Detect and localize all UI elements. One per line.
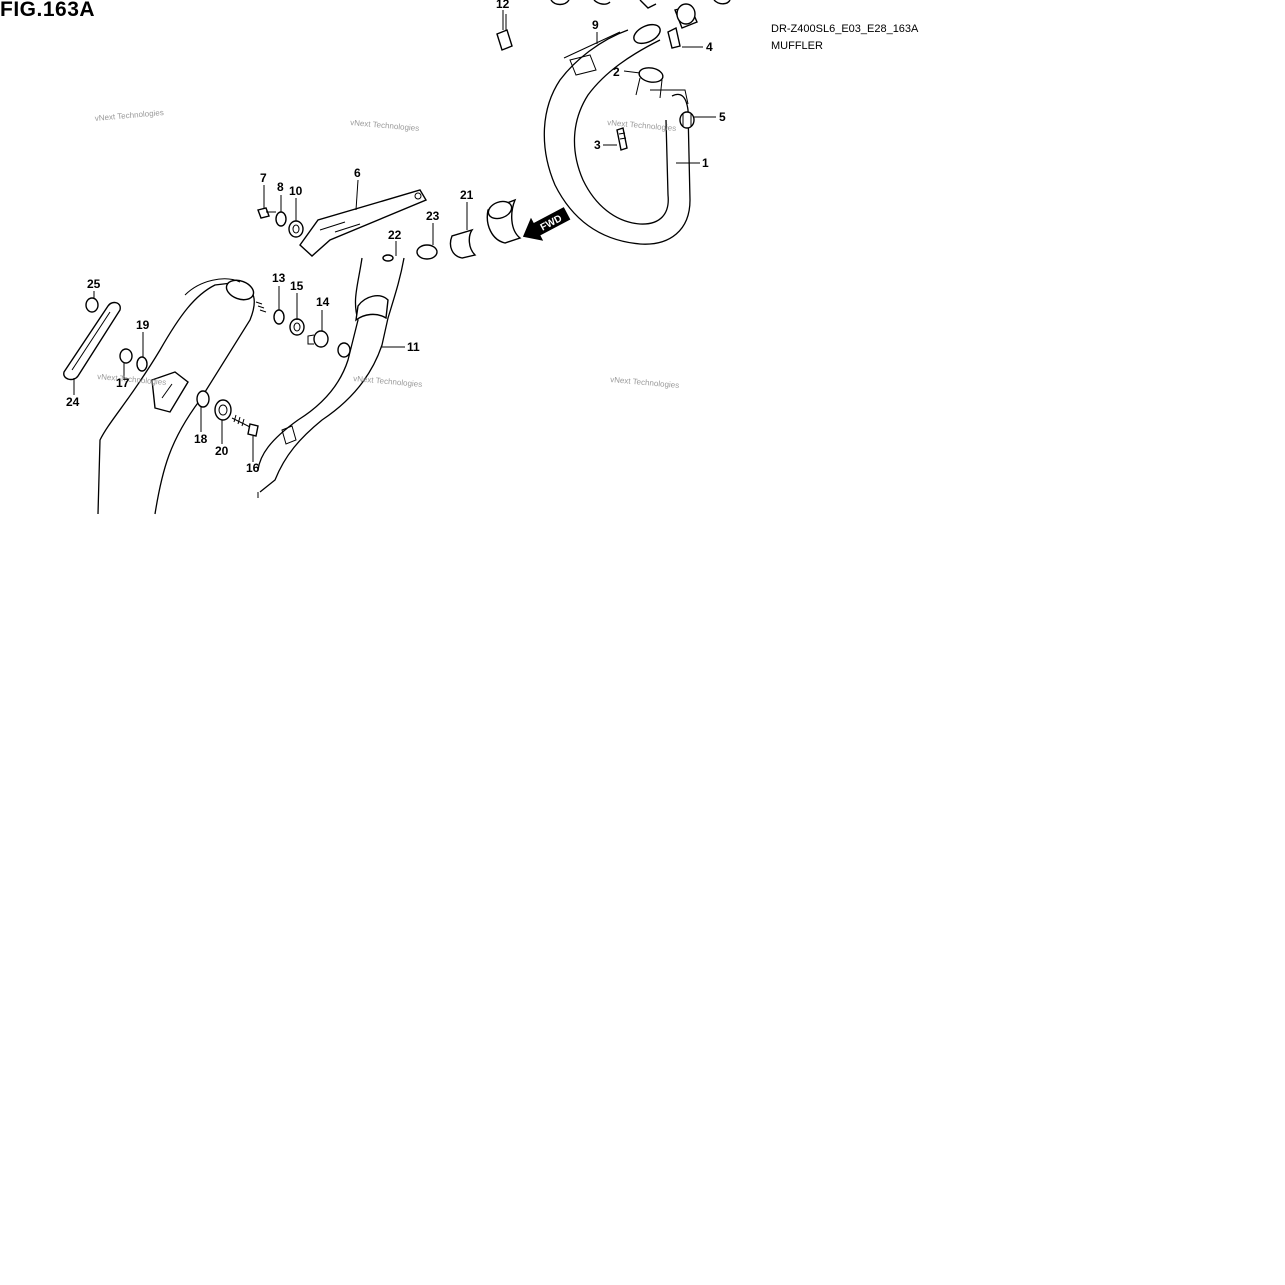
callout-17: 17 bbox=[116, 376, 130, 390]
fwd-arrow: FWD bbox=[522, 207, 571, 241]
callout-21: 21 bbox=[460, 188, 474, 202]
nut-17 bbox=[119, 348, 133, 364]
callout-6: 6 bbox=[354, 166, 361, 180]
bolt-25 bbox=[85, 297, 99, 313]
bushing-20 bbox=[214, 399, 232, 421]
callout-16: 16 bbox=[246, 461, 260, 475]
callout-20: 20 bbox=[215, 444, 229, 458]
watermarks: vNext Technologies vNext Technologies vN… bbox=[94, 108, 679, 390]
watermark: vNext Technologies bbox=[353, 374, 423, 389]
nut-5 bbox=[679, 111, 695, 129]
callout-14: 14 bbox=[316, 295, 330, 309]
washer-8 bbox=[275, 211, 287, 227]
callout-3: 3 bbox=[594, 138, 601, 152]
callout-10: 10 bbox=[289, 184, 303, 198]
callout-13: 13 bbox=[272, 271, 286, 285]
figure-name: MUFFLER bbox=[771, 40, 823, 52]
bushing-10 bbox=[288, 220, 304, 238]
callout-15: 15 bbox=[290, 279, 304, 293]
bolt-7 bbox=[257, 207, 276, 219]
top-hardware bbox=[496, 0, 731, 51]
callout-11: 11 bbox=[407, 340, 420, 354]
leader-lines bbox=[73, 10, 716, 462]
callout-4: 4 bbox=[706, 40, 713, 54]
spring-13 bbox=[255, 301, 267, 313]
callout-5: 5 bbox=[719, 110, 726, 124]
watermark: vNext Technologies bbox=[94, 108, 164, 123]
bolt-3 bbox=[616, 127, 628, 151]
washer-19 bbox=[136, 356, 148, 372]
callout-25: 25 bbox=[87, 277, 101, 291]
bushing-15 bbox=[289, 318, 305, 336]
watermark: vNext Technologies bbox=[610, 375, 680, 390]
callout-19: 19 bbox=[136, 318, 150, 332]
washer-13 bbox=[273, 309, 285, 325]
watermark: vNext Technologies bbox=[350, 118, 420, 133]
cover-plate-24 bbox=[63, 301, 121, 381]
callouts: 1 2 3 4 5 6 7 8 9 10 11 12 13 14 15 16 1… bbox=[66, 0, 726, 475]
callout-7: 7 bbox=[260, 171, 267, 185]
washer-18 bbox=[196, 390, 210, 408]
fwd-label: FWD bbox=[539, 213, 564, 233]
muffler-body bbox=[97, 278, 255, 515]
gasket-21 bbox=[486, 198, 522, 244]
figure-title: FIG.163A bbox=[0, 0, 96, 21]
callout-12: 12 bbox=[496, 0, 510, 11]
callout-22: 22 bbox=[388, 228, 402, 242]
muffler-bracket bbox=[299, 189, 428, 257]
exhaust-pipe-middle bbox=[257, 257, 405, 493]
callout-1: 1 bbox=[702, 156, 709, 170]
callout-8: 8 bbox=[277, 180, 284, 194]
watermark: vNext Technologies bbox=[97, 372, 167, 387]
collar-14 bbox=[307, 330, 329, 348]
callout-2: 2 bbox=[613, 65, 620, 79]
callout-23: 23 bbox=[426, 209, 440, 223]
callout-24: 24 bbox=[66, 395, 80, 409]
figure-code: DR-Z400SL6_E03_E28_163A bbox=[771, 23, 919, 35]
callout-9: 9 bbox=[592, 18, 599, 32]
bolt-16 bbox=[231, 414, 259, 437]
gasket-22-23 bbox=[382, 228, 477, 262]
callout-18: 18 bbox=[194, 432, 208, 446]
